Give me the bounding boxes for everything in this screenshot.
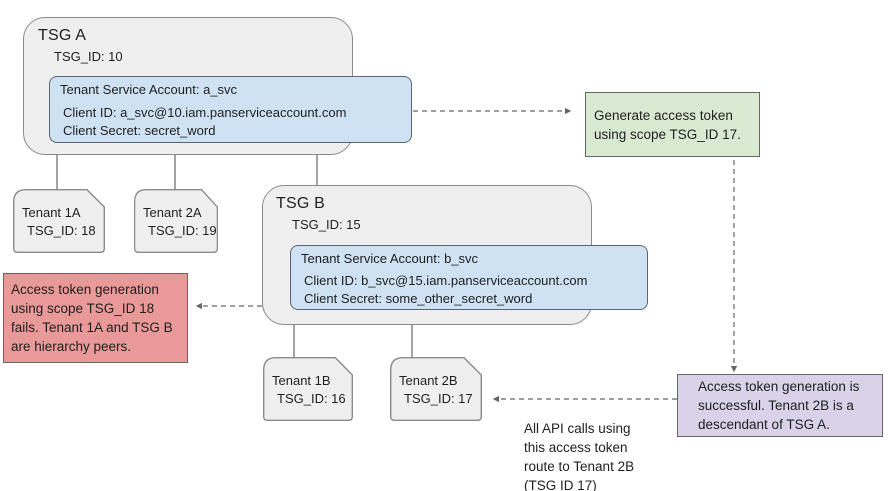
service-account-a-box: Tenant Service Account: a_svc Client ID:… <box>49 76 412 143</box>
note-generate-token: Generate access token using scope TSG_ID… <box>585 92 760 157</box>
tenant-2b-name: Tenant 2B <box>399 373 458 388</box>
tenant-card-1b: Tenant 1B TSG_ID: 16 <box>263 357 353 421</box>
tenant-1b-name: Tenant 1B <box>272 373 331 388</box>
tenant-card-2b: Tenant 2B TSG_ID: 17 <box>390 357 482 421</box>
tenant-card-shape <box>13 189 105 253</box>
tenant-card-2a: Tenant 2A TSG_ID: 19 <box>134 189 218 253</box>
tenant-1a-name: Tenant 1A <box>22 205 81 220</box>
note-token-fails: Access token generation using scope TSG_… <box>3 273 188 363</box>
note-api-routing: All API calls using this access token ro… <box>524 421 635 491</box>
tenant-card-shape <box>134 189 218 253</box>
tenant-1a-id: TSG_ID: 18 <box>27 223 96 238</box>
tenant-card-1a: Tenant 1A TSG_ID: 18 <box>13 189 105 253</box>
tsg-b-id: TSG_ID: 15 <box>292 217 361 232</box>
tenant-card-shape <box>390 357 482 421</box>
tsg-a-title: TSG A <box>38 27 87 44</box>
tenant-1b-id: TSG_ID: 16 <box>277 391 346 406</box>
tsg-b-title: TSG B <box>276 195 326 212</box>
tenant-card-shape <box>263 357 353 421</box>
note-token-success: Access token generation is successful. T… <box>677 374 883 437</box>
tenant-2a-id: TSG_ID: 19 <box>148 223 217 238</box>
tenant-2b-id: TSG_ID: 17 <box>404 391 473 406</box>
service-account-b-client-id: Client ID: b_svc@15.iam.panserviceaccoun… <box>304 273 588 288</box>
service-account-a-client-id: Client ID: a_svc@10.iam.panserviceaccoun… <box>63 105 347 120</box>
service-account-a-client-secret: Client Secret: secret_word <box>63 123 216 138</box>
tsg-a-id: TSG_ID: 10 <box>54 49 123 64</box>
tenant-2a-name: Tenant 2A <box>143 205 202 220</box>
service-account-b-title: Tenant Service Account: b_svc <box>301 251 479 266</box>
service-account-a-title: Tenant Service Account: a_svc <box>60 82 238 97</box>
service-account-b-client-secret: Client Secret: some_other_secret_word <box>304 291 533 306</box>
service-account-b-box: Tenant Service Account: b_svc Client ID:… <box>290 245 648 310</box>
